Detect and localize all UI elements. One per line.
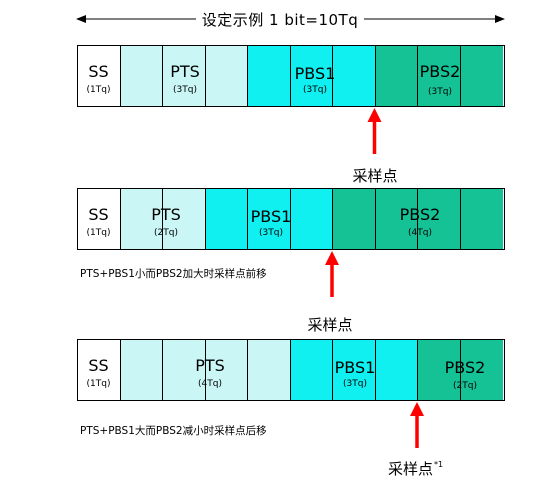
tq-cell-pbs1 [290, 189, 333, 249]
tq-cell-pbs1 [248, 189, 291, 249]
segment-label-ss: SS [88, 205, 109, 224]
tq-cell-pbs2 [418, 46, 461, 106]
sample-point-arrow [367, 108, 382, 154]
tq-cell-pts [120, 46, 163, 106]
caption-row-2: PTS+PBS1小而PBS2加大时采样点前移 [80, 268, 267, 280]
sample-point-label: 采样点*1 [388, 460, 444, 478]
tq-cell-pbs2 [333, 189, 376, 249]
sample-point-footnote: *1 [434, 460, 444, 469]
tq-cell-pts [163, 340, 206, 400]
segment-label-pbs2: PBS2 [444, 358, 486, 377]
diagram-title: 设定示例 1 bit=10Tq [0, 9, 560, 30]
segment-label-pbs1: PBS1 [334, 358, 376, 377]
tq-cell-pts [205, 46, 248, 106]
segment-label-ss: SS [88, 62, 109, 81]
tq-cell-pts [120, 189, 163, 249]
segment-tq-ss: (1Tq) [86, 379, 111, 389]
tq-cell-pts [163, 189, 206, 249]
segment-label-pts: PTS [170, 62, 200, 81]
tq-cell-pts [163, 46, 206, 106]
tq-cell-pbs1 [333, 46, 376, 106]
tq-cell-pbs2 [375, 46, 418, 106]
segment-label-pbs1: PBS1 [250, 207, 292, 226]
tq-cell-pts [248, 340, 291, 400]
tq-cell-pbs1 [290, 340, 333, 400]
sample-point-label: 采样点 [352, 167, 398, 185]
tq-cell-pbs1 [375, 340, 418, 400]
segment-label-pbs1: PBS1 [294, 64, 336, 83]
segment-label-pts: PTS [151, 205, 181, 224]
tq-cell-pbs2 [460, 340, 503, 400]
bit-timing-row-1 [77, 45, 505, 107]
bit-timing-row-2 [77, 188, 505, 250]
tq-cell-pbs1 [290, 46, 333, 106]
segment-label-ss: SS [88, 356, 109, 375]
tq-cell-pts [205, 340, 248, 400]
segment-tq-pbs1: (3Tq) [303, 85, 327, 95]
segment-label-pbs2: PBS2 [399, 205, 441, 224]
segment-tq-ss: (1Tq) [86, 228, 111, 238]
tq-cell-pbs2 [418, 189, 461, 249]
tq-cell-pbs1 [205, 189, 248, 249]
tq-cell-pbs2 [460, 46, 503, 106]
segment-tq-pbs2: (3Tq) [428, 87, 452, 97]
bit-timing-row-3 [77, 339, 505, 401]
segment-tq-pts: (4Tq) [198, 379, 222, 389]
sample-point-label: 采样点 [307, 316, 353, 334]
segment-tq-pts: (2Tq) [154, 228, 178, 238]
segment-tq-pbs1: (3Tq) [343, 379, 367, 389]
tq-cell-ss [78, 340, 121, 400]
sample-point-arrow [325, 251, 339, 297]
segment-tq-ss: (1Tq) [86, 85, 111, 95]
tq-cell-ss [78, 189, 121, 249]
segment-tq-pts: (3Tq) [173, 85, 197, 95]
tq-cell-pbs1 [248, 46, 291, 106]
tq-cell-pbs2 [460, 189, 503, 249]
segment-tq-pbs2: (4Tq) [408, 228, 432, 238]
tq-cell-pbs2 [418, 340, 461, 400]
segment-tq-pbs2: (2Tq) [453, 381, 477, 391]
segment-label-pbs2: PBS2 [419, 62, 461, 81]
tq-cell-pbs2 [375, 189, 418, 249]
segment-label-pts: PTS [195, 356, 225, 375]
tq-cell-pts [120, 340, 163, 400]
segment-tq-pbs1: (3Tq) [259, 228, 283, 238]
tq-cell-pbs1 [333, 340, 376, 400]
sample-point-arrow [410, 402, 424, 448]
caption-row-3: PTS+PBS1大而PBS2减小时采样点后移 [80, 425, 267, 437]
tq-cell-ss [78, 46, 121, 106]
